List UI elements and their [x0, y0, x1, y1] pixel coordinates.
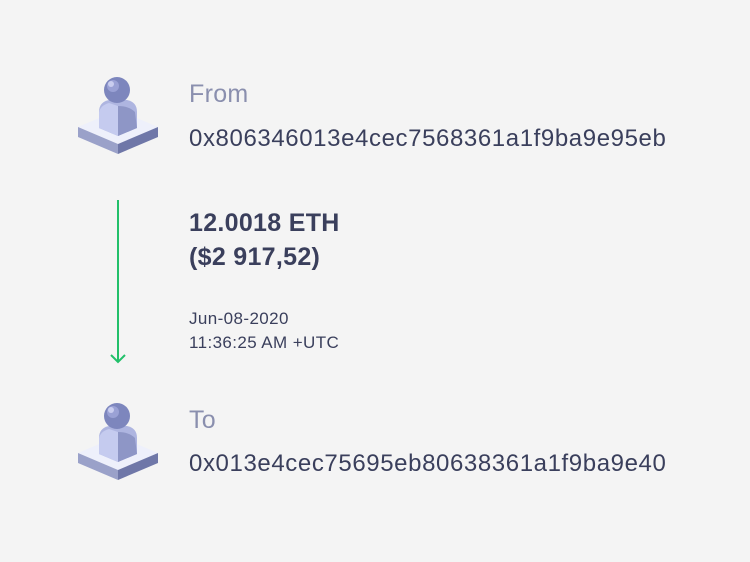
transfer-amount: 12.0018 ETH [189, 209, 340, 237]
to-label: To [189, 406, 217, 434]
sender-avatar-icon [73, 72, 163, 162]
transfer-date: Jun-08-2020 [189, 309, 289, 328]
arrow-down-icon [110, 200, 126, 364]
from-label: From [189, 80, 249, 108]
to-address[interactable]: 0x013e4cec75695eb80638361a1f9ba9e40 [189, 450, 667, 477]
transfer-fiat-value: ($2 917,52) [189, 243, 321, 271]
from-address[interactable]: 0x806346013e4cec7568361a1f9ba9e95eb [189, 125, 667, 152]
recipient-avatar-icon [73, 398, 163, 488]
transfer-time: 11:36:25 AM +UTC [189, 333, 340, 352]
